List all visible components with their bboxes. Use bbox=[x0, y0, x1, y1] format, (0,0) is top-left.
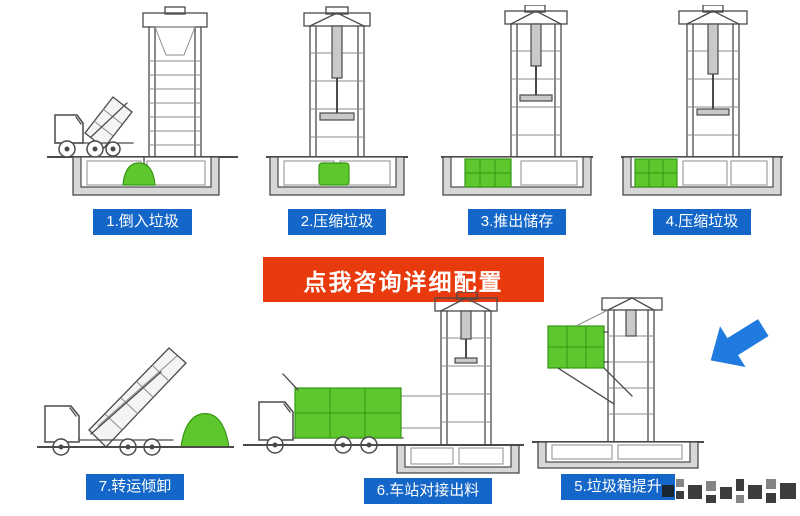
garbage-pile bbox=[122, 162, 156, 186]
tower bbox=[433, 292, 498, 446]
step-2-compress-garbage: 2.压缩垃圾 bbox=[262, 5, 412, 235]
pixel-watermark bbox=[660, 475, 800, 516]
step-label-1: 1.倒入垃圾 bbox=[93, 209, 192, 235]
push-out-storage-illustration bbox=[441, 5, 593, 196]
step-label-6: 6.车站对接出料 bbox=[363, 478, 493, 504]
step-label-3: 3.推出储存 bbox=[467, 209, 567, 235]
garbage-pile bbox=[318, 162, 350, 186]
step-6-station-dock: 6.车站对接出料 bbox=[238, 292, 528, 504]
garbage-container bbox=[464, 158, 512, 188]
compress-garbage-illustration bbox=[266, 6, 408, 196]
station-dock-illustration bbox=[242, 292, 524, 474]
garbage-mound bbox=[179, 413, 230, 448]
transfer-truck bbox=[257, 373, 404, 454]
pit bbox=[537, 441, 699, 469]
lifted-container bbox=[547, 309, 633, 405]
dock-chute bbox=[400, 395, 441, 429]
left-arrow-icon bbox=[702, 308, 772, 385]
compress-garbage-2-illustration bbox=[621, 5, 783, 196]
step-3-push-out-storage: 3.推出储存 bbox=[437, 5, 597, 235]
step-4-compress-garbage: 4.压缩垃圾 bbox=[617, 5, 787, 235]
step-label-7: 7.转运倾卸 bbox=[85, 474, 185, 500]
dump-garbage-illustration bbox=[47, 6, 238, 196]
step-7-transfer-dump: 7.转运倾卸 bbox=[15, 300, 255, 500]
step-5-bin-lift: 5.垃圾箱提升 bbox=[528, 296, 708, 500]
tower bbox=[142, 6, 208, 158]
bin-lift-illustration bbox=[532, 297, 704, 469]
step-label-2: 2.压缩垃圾 bbox=[287, 209, 387, 235]
pit bbox=[395, 444, 520, 474]
step-label-5: 5.垃圾箱提升 bbox=[561, 474, 675, 500]
tipping-truck bbox=[43, 347, 187, 456]
dump-truck bbox=[54, 96, 134, 158]
transfer-dump-illustration bbox=[36, 347, 234, 456]
tower bbox=[601, 297, 663, 443]
step-label-4: 4.压缩垃圾 bbox=[652, 209, 752, 235]
tower bbox=[504, 5, 568, 158]
step-1-dump-garbage: 1.倒入垃圾 bbox=[45, 5, 240, 235]
garbage-container bbox=[634, 158, 678, 188]
consult-banner[interactable]: 点我咨询详细配置 bbox=[263, 257, 544, 302]
tower bbox=[303, 6, 371, 158]
tower bbox=[678, 5, 748, 158]
